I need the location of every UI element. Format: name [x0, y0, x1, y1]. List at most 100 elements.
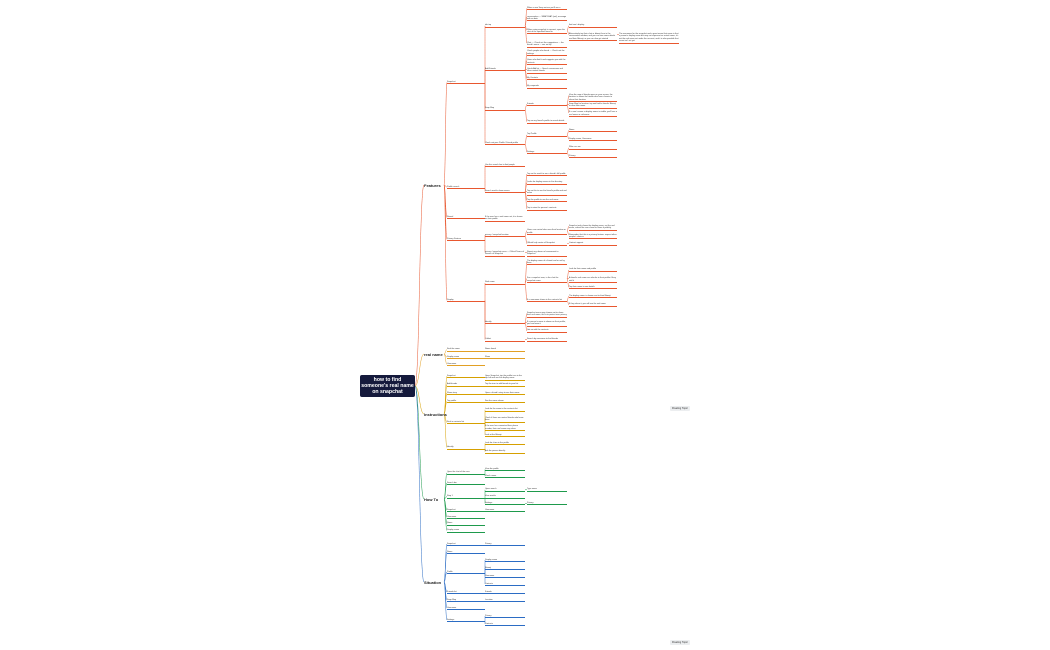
mind-map-node[interactable]: Tap their name to see details [569, 286, 617, 290]
mind-map-node[interactable]: tab top [485, 24, 525, 28]
mind-map-node[interactable]: Snapchat only shows the display name, no… [569, 225, 617, 231]
mind-map-node[interactable]: Identify [447, 446, 485, 450]
mind-map-node[interactable]: Check name [485, 475, 525, 479]
mind-map-node[interactable]: Check if there are mutual friends who kn… [485, 416, 525, 423]
mind-map-node[interactable]: If the user has a real name set, it is s… [485, 216, 525, 222]
mind-map-node[interactable]: Name [447, 551, 485, 554]
mind-map-node[interactable]: Open search [485, 488, 525, 492]
mind-map-node[interactable]: Profile [447, 571, 485, 574]
mind-map-node[interactable]: Open the chat of the user [447, 471, 485, 475]
mind-map-node[interactable]: Report any abuse or harassment to Snapch… [527, 251, 567, 257]
mind-map-node[interactable]: Name [569, 129, 617, 133]
mind-map-node[interactable]: Tap profile [447, 400, 485, 404]
mind-map-node[interactable]: Step 1 [447, 495, 485, 499]
mind-map-node[interactable]: Friends [485, 591, 525, 594]
mind-map-node[interactable]: View results [485, 495, 525, 499]
branch-how-to[interactable]: How To [424, 497, 439, 502]
mind-map-node[interactable]: Look for their name and profile [569, 268, 617, 272]
mind-map-node[interactable]: Users can control who sees their locatio… [527, 229, 567, 235]
mind-map-node[interactable]: Reveal [447, 216, 485, 220]
mind-map-node[interactable]: Bitmoji [485, 567, 525, 570]
mind-map-node[interactable]: Find the name [447, 348, 485, 352]
mind-map-node[interactable]: Snap Map for location: tap and hold a fr… [569, 102, 617, 109]
mind-map-node[interactable]: privacy / snapchat users — Official Term… [485, 250, 525, 257]
mind-map-node[interactable]: Profile search [447, 186, 485, 189]
mind-map-node[interactable]: If a user's name or display name is visi… [569, 111, 618, 118]
mind-map-node[interactable]: See the name shown [485, 400, 525, 404]
mind-map-node[interactable]: Get on with the contacts [527, 329, 567, 333]
mind-map-node[interactable]: Tap on this to see the friend's profile … [527, 189, 567, 196]
mind-map-node[interactable]: Display name [485, 559, 525, 562]
mind-map-node[interactable]: Look for clues in the profile [485, 442, 525, 446]
mind-map-node[interactable]: Real name [485, 281, 525, 285]
mind-map-node[interactable]: My Contacts [527, 77, 567, 80]
mind-map-node[interactable]: Settings [485, 502, 525, 506]
floating-topic-bottom[interactable]: Floating Topic [670, 640, 690, 645]
mind-map-node[interactable]: Open Snapchat, tap the profile icon in t… [485, 375, 525, 381]
mind-map-node[interactable]: Privacy [485, 543, 525, 546]
mind-map-node[interactable]: My snapcode [527, 85, 567, 89]
mind-map-node[interactable]: If a person's name is shown on their pro… [527, 320, 567, 327]
mind-map-node[interactable]: Identify [485, 321, 525, 325]
mind-map-node[interactable]: Ask the person directly [485, 450, 525, 454]
mind-map-node[interactable]: Display name, Username [569, 138, 617, 142]
mind-map-node[interactable]: If the user has connected their phone nu… [485, 425, 525, 431]
central-topic[interactable]: how to find someone's real name on snapc… [360, 375, 415, 397]
mind-map-node[interactable]: Tap the icon to add friends to your list [485, 383, 525, 387]
mind-map-node[interactable]: Snapchat users may choose not to share t… [527, 311, 567, 318]
mind-map-node[interactable]: A friend's real name can also be in thei… [569, 277, 617, 283]
mind-map-node[interactable]: Tap on the result to see a friend's full… [527, 172, 567, 176]
mind-map-node[interactable]: Name found [485, 348, 525, 352]
mind-map-node[interactable]: Add Friends [485, 68, 525, 72]
mind-map-node[interactable]: Username [485, 509, 525, 513]
mind-map-node[interactable]: find one's display [569, 24, 617, 28]
mind-map-node[interactable]: Search by username to find friends [527, 338, 567, 342]
mind-map-node[interactable]: Open a friend's story to see their name [485, 392, 525, 395]
mind-map-node[interactable]: When using snapchat to connect, open the… [527, 29, 567, 35]
mind-map-node[interactable]: Snap Map [447, 599, 485, 602]
mind-map-node[interactable]: Privacy [569, 155, 617, 159]
mind-map-node[interactable]: Show [485, 356, 525, 359]
mind-map-node[interactable]: The display name is shown next to their … [569, 295, 617, 298]
mind-map-node[interactable]: Look for the name in the contacts list [485, 408, 525, 412]
mind-map-node[interactable]: Friends list [447, 591, 485, 594]
mind-map-node[interactable]: Search results show names [485, 190, 525, 194]
mind-map-node[interactable]: Remember that this is a privacy feature:… [569, 233, 617, 240]
mind-map-node[interactable]: Snapchat [447, 543, 485, 546]
mind-map-node[interactable]: If a username shows in the contacts list [527, 299, 567, 303]
mind-map-node[interactable]: Collect [485, 338, 525, 342]
mind-map-node[interactable]: Username [447, 363, 485, 367]
mind-map-node[interactable]: The display name of a friend can be set … [527, 260, 567, 266]
mind-map-node[interactable]: Type name [527, 488, 567, 492]
mind-map-node[interactable]: Snapchat [447, 81, 485, 85]
mind-map-node[interactable]: Look at the Bitmoji [485, 434, 525, 437]
mind-map-node[interactable]: Privacy [485, 615, 525, 618]
mind-map-node[interactable]: Snapchat [447, 375, 485, 379]
mind-map-node[interactable]: Username [447, 516, 485, 519]
mind-map-node[interactable]: Users who find it and suggests you with … [527, 59, 567, 65]
mind-map-node[interactable]: Settings [447, 619, 485, 622]
mind-map-node[interactable]: Chat — Check out the suggestions — the f… [527, 42, 567, 48]
floating-topic-top[interactable]: Floating Topic [670, 406, 690, 411]
mind-map-node[interactable]: Display name [447, 356, 485, 359]
mind-map-node[interactable]: Show story [447, 392, 485, 395]
mind-map-node[interactable]: Official help centre of Snapchat [527, 242, 567, 246]
mind-map-node[interactable]: Tap Profile [527, 133, 567, 137]
branch-instructions[interactable]: Instructions [424, 412, 447, 417]
mind-map-node[interactable]: Who can see [569, 146, 617, 150]
mind-map-node[interactable]: For a snapchat user, in the chat the sna… [527, 277, 567, 283]
mind-map-node[interactable]: Snap Map [485, 107, 525, 111]
mind-map-node[interactable]: Tap on any friend's profile to reveal de… [527, 120, 567, 124]
mind-map-node[interactable]: Name [447, 522, 485, 526]
mind-map-node[interactable]: Display name [447, 529, 485, 533]
branch-real-name[interactable]: real name [424, 352, 443, 357]
mind-map-node[interactable]: Privacy Feature [447, 238, 485, 242]
mind-map-node[interactable]: Use this search bar to find people [485, 164, 525, 168]
mind-map-node[interactable]: When a new Snap arrives you'll see a [527, 7, 567, 11]
mind-map-node[interactable]: Tap the profile to see the real name [527, 199, 567, 203]
mind-map-node[interactable]: Location [485, 599, 525, 602]
mind-map-node[interactable]: conversation — SNAPCHAT (red), message w… [527, 15, 567, 22]
mind-map-node[interactable]: View the map of friends open on your scr… [569, 94, 617, 103]
mind-map-node[interactable]: Check people who found — Check out the s… [527, 50, 567, 57]
mind-map-node[interactable]: Quick Add list — Search usernames and sh… [527, 68, 567, 74]
